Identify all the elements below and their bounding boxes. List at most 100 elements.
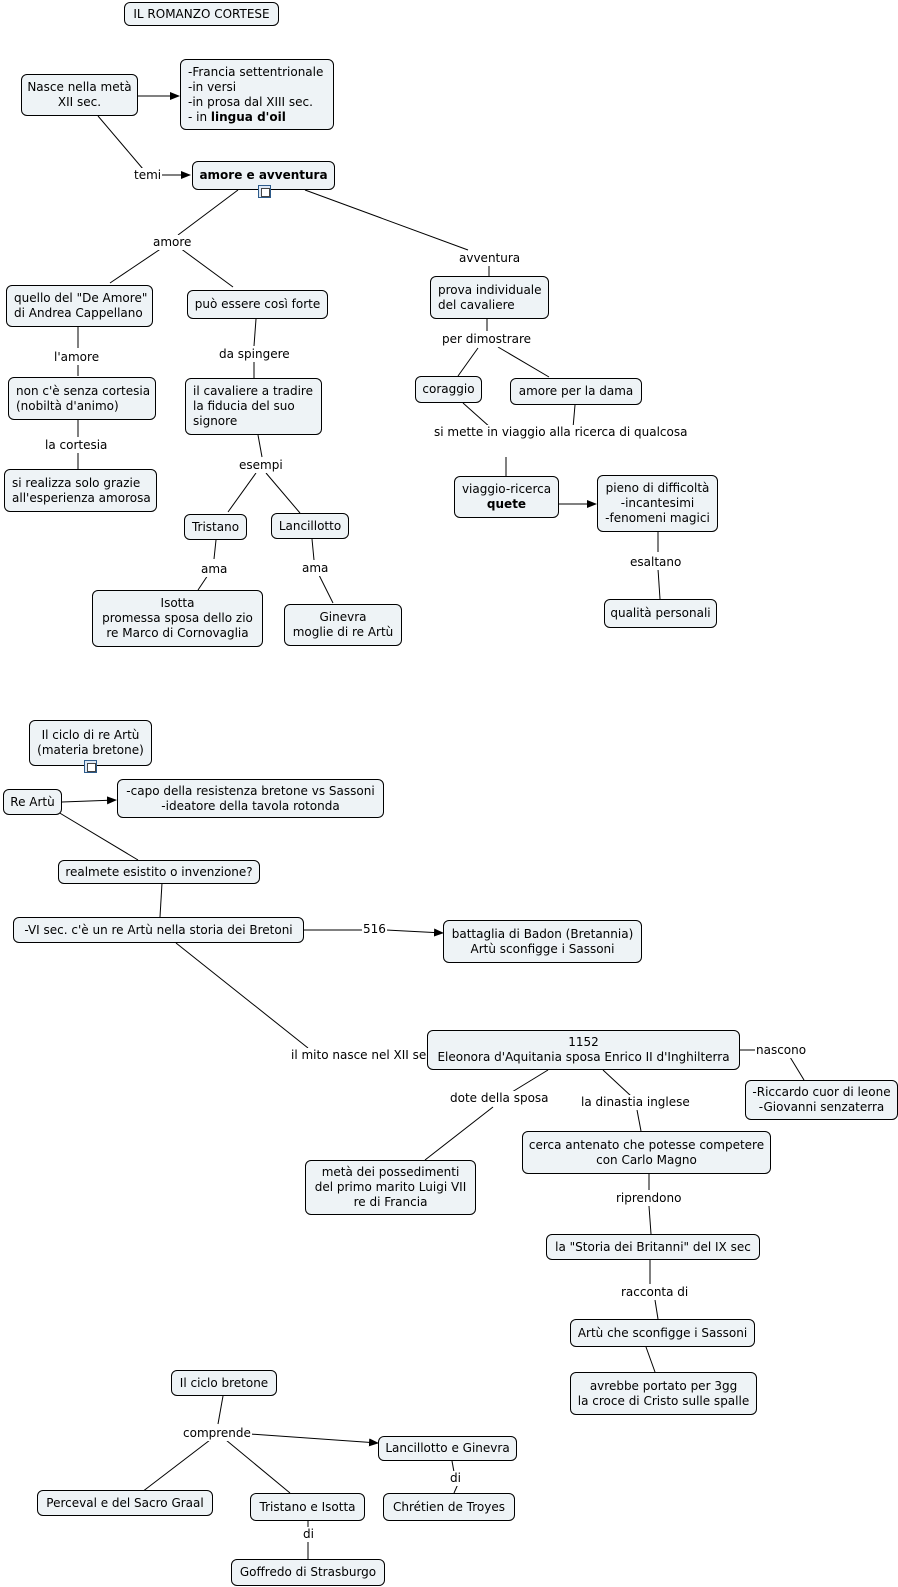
document-icon[interactable] xyxy=(84,760,97,773)
link-label-esaltano: esaltano xyxy=(629,555,683,570)
node-ciclo-bretone[interactable]: Il ciclo bretone xyxy=(171,1370,277,1396)
link-label-riprendono: riprendono xyxy=(615,1191,683,1206)
node-text: -fenomeni magici xyxy=(605,511,710,525)
node-realizza[interactable]: si realizza solo grazie all'esperienza a… xyxy=(4,469,157,512)
text-prefix: - in xyxy=(188,109,211,124)
node-forte[interactable]: può essere così forte xyxy=(187,290,328,319)
link-label-di: di xyxy=(302,1527,315,1542)
node-text: può essere così forte xyxy=(194,297,321,311)
node-pieno[interactable]: pieno di difficoltà -incantesimi -fenome… xyxy=(597,475,718,532)
node-text: re di Francia xyxy=(353,1195,428,1209)
node-text: XII sec. xyxy=(57,95,102,109)
node-riccardo[interactable]: -Riccardo cuor di leone -Giovanni senzat… xyxy=(745,1080,898,1120)
node-chretien[interactable]: Chrétien de Troyes xyxy=(383,1493,515,1521)
node-coraggio[interactable]: coraggio xyxy=(415,376,482,403)
node-text: amore per la dama xyxy=(518,384,634,398)
link-label-516: 516 xyxy=(362,922,387,937)
link-label-mette: si mette in viaggio alla ricerca di qual… xyxy=(433,425,689,440)
node-text: cerca antenato che potesse competere xyxy=(528,1137,765,1152)
node-tradire[interactable]: il cavaliere a tradire la fiducia del su… xyxy=(185,378,322,435)
node-text: Artù che sconfigge i Sassoni xyxy=(577,1325,748,1340)
node-amore-avventura[interactable]: amore e avventura xyxy=(192,161,335,190)
node-text: non c'è senza cortesia xyxy=(16,383,151,398)
node-artu-sconfigge[interactable]: Artù che sconfigge i Sassoni xyxy=(570,1319,755,1347)
node-tristano[interactable]: Tristano xyxy=(184,514,247,540)
node-storia[interactable]: la "Storia dei Britanni" del IX sec xyxy=(546,1234,760,1260)
node-text: 1152 xyxy=(568,1035,599,1049)
node-text: Goffredo di Strasburgo xyxy=(239,1565,377,1579)
node-text: la "Storia dei Britanni" del IX sec xyxy=(555,1239,751,1254)
link-label-avventura: avventura xyxy=(458,251,522,266)
node-text: Artù sconfigge i Sassoni xyxy=(470,941,615,956)
node-text: all'esperienza amorosa xyxy=(12,490,151,505)
node-text: il cavaliere a tradire xyxy=(193,384,313,398)
node-text: -capo della resistenza bretone vs Sasson… xyxy=(126,783,375,798)
link-label-ama: ama xyxy=(200,562,229,577)
title-node[interactable]: IL ROMANZO CORTESE xyxy=(124,2,279,26)
node-text: quello del "De Amore" xyxy=(14,291,148,305)
node-text: amore e avventura xyxy=(199,168,328,182)
node-text: Chrétien de Troyes xyxy=(392,1499,505,1514)
node-lancillotto[interactable]: Lancillotto xyxy=(271,513,349,539)
node-cortesia[interactable]: non c'è senza cortesia (nobiltà d'animo) xyxy=(8,377,156,420)
node-text: moglie di re Artù xyxy=(292,625,394,639)
node-antenato[interactable]: cerca antenato che potesse competere con… xyxy=(522,1131,771,1174)
link-label-la-cortesia: la cortesia xyxy=(44,438,109,453)
node-text: del cavaliere xyxy=(438,297,515,312)
node-perceval[interactable]: Perceval e del Sacro Graal xyxy=(37,1490,213,1516)
node-lancillotto-ginevra[interactable]: Lancillotto e Ginevra xyxy=(378,1436,517,1461)
node-meta[interactable]: metà dei possedimenti del primo marito L… xyxy=(305,1160,476,1215)
node-text: realmete esistito o invenzione? xyxy=(65,864,253,879)
node-text: -in prosa dal XIII sec. xyxy=(188,94,313,109)
link-label-nascono: nascono xyxy=(755,1043,808,1058)
node-text: prova individuale xyxy=(438,282,542,297)
node-francia[interactable]: -Francia settentrionale -in versi -in pr… xyxy=(180,59,334,130)
node-text: si realizza solo grazie xyxy=(12,475,141,490)
node-goffredo[interactable]: Goffredo di Strasburgo xyxy=(231,1559,385,1586)
link-label-racconta: racconta di xyxy=(620,1285,690,1300)
node-text: -Francia settentrionale xyxy=(188,64,324,79)
node-text-bold: quete xyxy=(486,497,527,511)
node-text: la fiducia del suo xyxy=(193,399,295,413)
node-text: -Riccardo cuor di leone xyxy=(752,1085,891,1099)
node-amore-dama[interactable]: amore per la dama xyxy=(510,378,642,405)
node-text: di Andrea Cappellano xyxy=(14,306,143,320)
node-eleonora[interactable]: 1152 Eleonora d'Aquitania sposa Enrico I… xyxy=(427,1030,740,1070)
node-text: -incantesimi xyxy=(620,496,695,510)
node-text: battaglia di Badon (Bretannia) xyxy=(451,926,634,941)
node-text: pieno di difficoltà xyxy=(605,481,710,495)
node-vi-sec[interactable]: -VI sec. c'è un re Artù nella storia dei… xyxy=(13,917,304,943)
node-croce[interactable]: avrebbe portato per 3gg la croce di Cris… xyxy=(570,1372,757,1415)
node-text: coraggio xyxy=(422,382,475,396)
node-ciclo-artu[interactable]: Il ciclo di re Artù (materia bretone) xyxy=(29,720,152,766)
node-prova[interactable]: prova individuale del cavaliere xyxy=(430,276,549,319)
link-label-mito: il mito nasce nel XII sec xyxy=(290,1048,434,1063)
document-icon[interactable] xyxy=(258,185,271,198)
label-text: nel XII sec xyxy=(371,1048,433,1062)
node-text: Il ciclo bretone xyxy=(179,1375,269,1390)
node-text: Ginevra xyxy=(319,610,367,624)
node-badon[interactable]: battaglia di Badon (Bretannia) Artù scon… xyxy=(443,920,642,963)
node-viaggio[interactable]: viaggio-ricerca quete xyxy=(454,476,559,518)
bold-text: lingua d'oil xyxy=(210,109,286,124)
link-label-dinastia: la dinastia inglese xyxy=(580,1095,691,1110)
node-de-amore[interactable]: quello del "De Amore" di Andrea Cappella… xyxy=(6,285,153,327)
node-ginevra[interactable]: Ginevra moglie di re Artù xyxy=(284,604,402,646)
node-nasce[interactable]: Nasce nella metà XII sec. xyxy=(21,74,138,116)
node-text: Tristano xyxy=(191,519,240,534)
node-isotta[interactable]: Isotta promessa sposa dello zio re Marco… xyxy=(92,590,263,647)
node-re-artu[interactable]: Re Artù xyxy=(3,789,62,815)
node-text: Perceval e del Sacro Graal xyxy=(46,1495,204,1510)
node-capo[interactable]: -capo della resistenza bretone vs Sasson… xyxy=(117,779,384,818)
node-text: Nasce nella metà xyxy=(27,80,132,94)
node-text: con Carlo Magno xyxy=(596,1152,697,1167)
link-label-lamore: l'amore xyxy=(53,350,101,365)
node-text: Il ciclo di re Artù xyxy=(41,728,140,742)
node-text: del primo marito Luigi VII xyxy=(314,1180,467,1194)
node-tristano-isotta[interactable]: Tristano e Isotta xyxy=(250,1493,365,1521)
node-text: Eleonora d'Aquitania sposa Enrico II d'I… xyxy=(437,1050,730,1064)
node-realmete[interactable]: realmete esistito o invenzione? xyxy=(58,860,260,884)
node-text: qualità personali xyxy=(610,606,711,620)
label-text: si mette in viaggio xyxy=(434,425,546,439)
node-qualita[interactable]: qualità personali xyxy=(604,599,717,628)
